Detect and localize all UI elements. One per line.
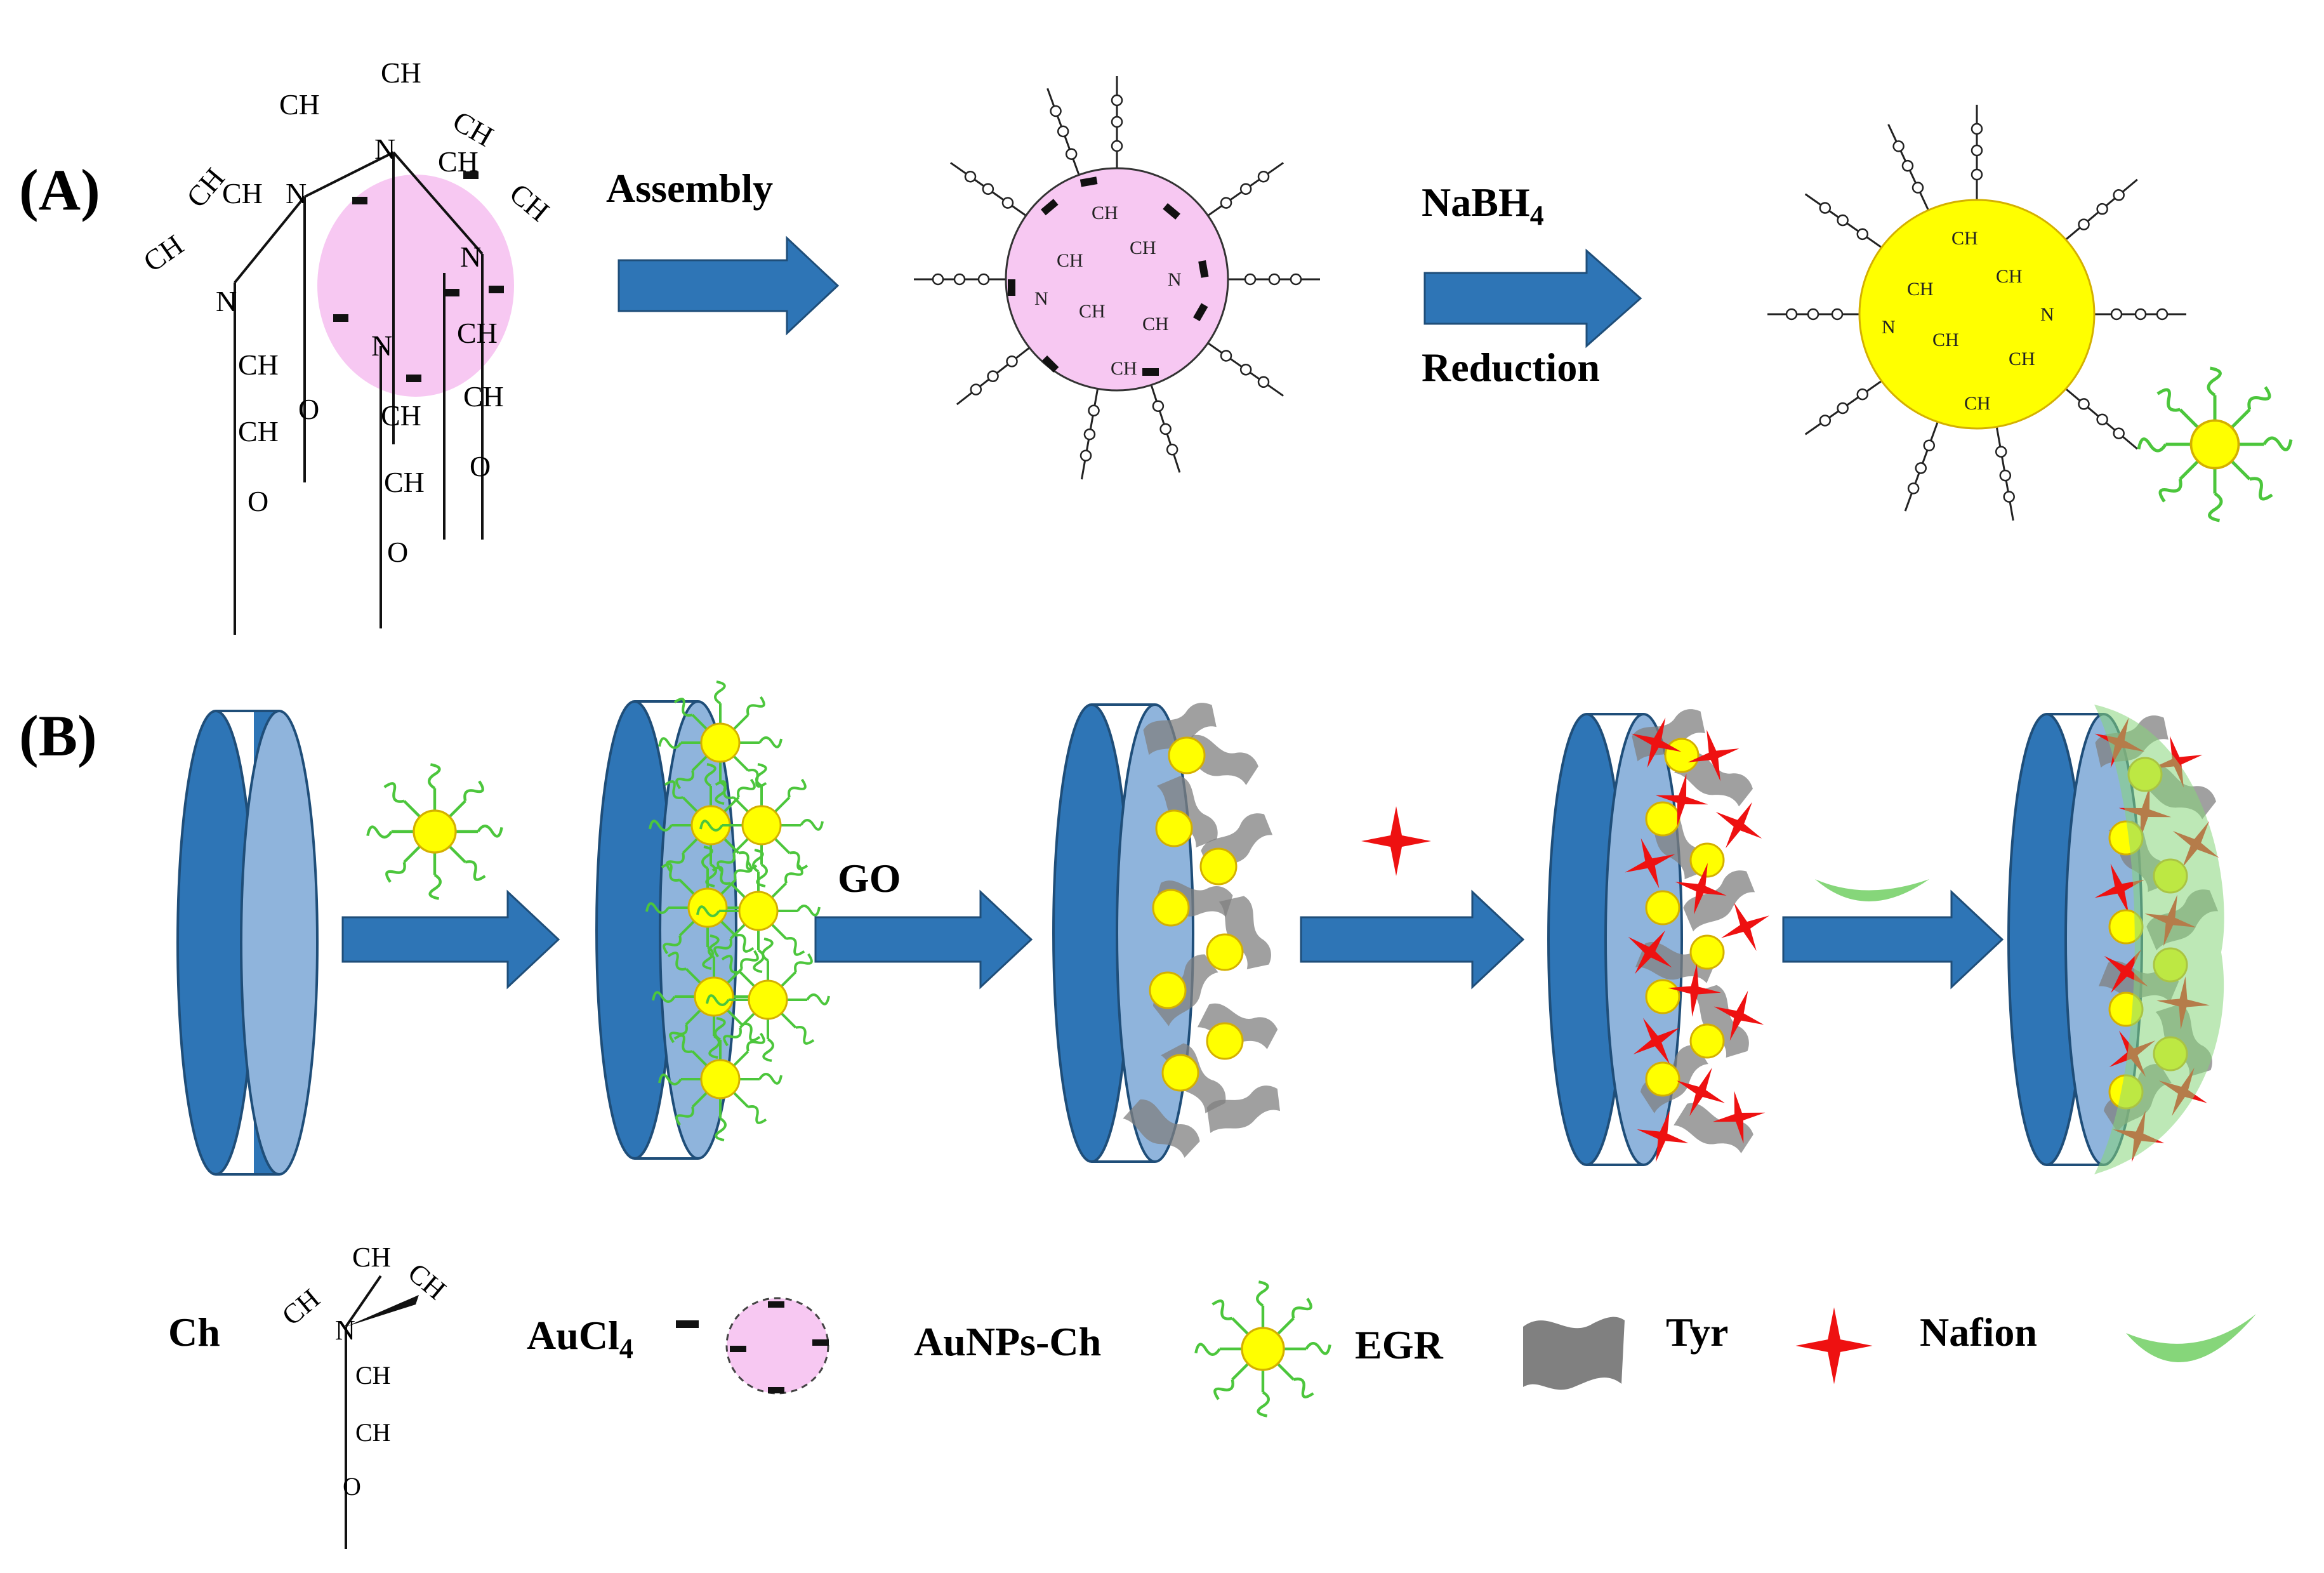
electrode-nafion (2007, 705, 2233, 1174)
oxygen-label: O (298, 393, 319, 425)
legend-nafion: Nafion (1920, 1310, 2037, 1355)
gold-nanoparticle-large: CH CH CH CH CH CH N N (1766, 103, 2188, 522)
legend-tyr: Tyr (1666, 1310, 1728, 1355)
legend-aunps-ch-symbol (1196, 1282, 1330, 1416)
aunp-with-ligands (2139, 368, 2291, 521)
tyrosinase-reagent-icon (1361, 806, 1431, 876)
electrode-aunps (595, 682, 829, 1160)
ch2-label: CH (238, 348, 279, 381)
ch3-label: CH (504, 177, 556, 228)
ch3-label: CH (381, 56, 421, 89)
n-plus-label: N (1882, 317, 1896, 338)
n-plus-label: N (286, 177, 307, 209)
legend-nafion-symbol (2126, 1314, 2256, 1362)
choline-cluster: CH CH CH CH CH CH CH CH N N N N N CH CH … (137, 56, 555, 635)
nafion-reagent-icon (1815, 879, 1929, 901)
assembled-precursor: CH CH CH CH CH CH N N (913, 75, 1321, 482)
ch3-label: CH (1130, 237, 1156, 258)
ch3-label: CH (1932, 329, 1959, 350)
go-label: GO (838, 856, 901, 901)
ch3-label: CH (1079, 301, 1106, 322)
legend-aunps-ch: AuNPs-Ch (914, 1319, 1101, 1364)
ch2-label: CH (381, 399, 421, 432)
arrow-b3 (1300, 889, 1525, 990)
legend-tyr-symbol (1795, 1307, 1873, 1384)
n-plus-label: N (2040, 304, 2054, 325)
legend: Ch CH CH CH N CH CH O AuCl4 AuNPs-Ch EGR… (168, 1242, 2256, 1549)
ch3-label: CH (1964, 393, 1991, 414)
n-plus-label: N (371, 329, 392, 362)
ch2-label: CH (355, 1361, 391, 1390)
ch2-label: CH (238, 415, 279, 448)
n-plus-label: N (374, 133, 395, 165)
legend-ch: Ch (168, 1310, 220, 1355)
ch3-label: CH (1111, 358, 1137, 379)
oxygen-label: O (470, 450, 491, 482)
reduction-label: Reduction (1422, 345, 1600, 390)
ch3-label: CH (1142, 314, 1169, 335)
legend-egr-symbol (1523, 1317, 1625, 1390)
ch3-label: CH (2009, 348, 2035, 369)
panel-label-b: (B) (19, 703, 97, 768)
arrow-b2 (814, 889, 1033, 990)
n-plus-label: N (460, 241, 481, 273)
ch2-label: CH (457, 317, 498, 349)
oxygen-label: O (248, 485, 268, 517)
electrode-tyrosinase (1547, 705, 1781, 1169)
legend-egr: EGR (1355, 1322, 1443, 1367)
ch3-label: CH (1057, 250, 1083, 271)
ch2-label: CH (355, 1418, 391, 1447)
assembly-label: Assembly (606, 166, 773, 211)
panel-label-a: (A) (19, 157, 100, 222)
electrode-bare (176, 710, 319, 1176)
ch3-label: CH (1907, 279, 1934, 300)
ch3-label: CH (1092, 202, 1118, 223)
ch3-label: CH (279, 88, 320, 121)
reagent-label: NaBH4 (1422, 180, 1544, 231)
ch3-label: CH (137, 229, 189, 278)
ch3-label: CH (1996, 266, 2023, 287)
arrow-b4 (1782, 889, 2004, 990)
aunp-reagent-icon (367, 764, 501, 898)
ch3-label: CH (1951, 228, 1978, 249)
ch3-label: CH (402, 1257, 452, 1306)
n-plus-label: N (335, 1315, 355, 1346)
n-plus-label: N (1034, 288, 1048, 309)
precursor-blob (317, 175, 514, 397)
electrode-graphene (1052, 698, 1285, 1165)
reduction-arrow (1423, 248, 1642, 348)
ch3-label: CH (276, 1283, 326, 1332)
assembly-arrow (617, 236, 840, 336)
choline-molecule: CH CH CH N CH CH O (276, 1242, 452, 1549)
oxygen-label: O (343, 1472, 361, 1501)
ch3-label: CH (222, 177, 263, 209)
ch2-label: CH (384, 466, 425, 498)
oxygen-label: O (387, 536, 408, 568)
n-plus-label: N (1168, 269, 1182, 290)
arrow-b1 (341, 889, 560, 990)
ch3-label: CH (438, 145, 479, 178)
n-plus-label: N (216, 285, 237, 317)
legend-aucl4: AuCl4 (527, 1313, 633, 1364)
ch2-label: CH (463, 380, 504, 413)
ch3-label: CH (352, 1242, 391, 1273)
